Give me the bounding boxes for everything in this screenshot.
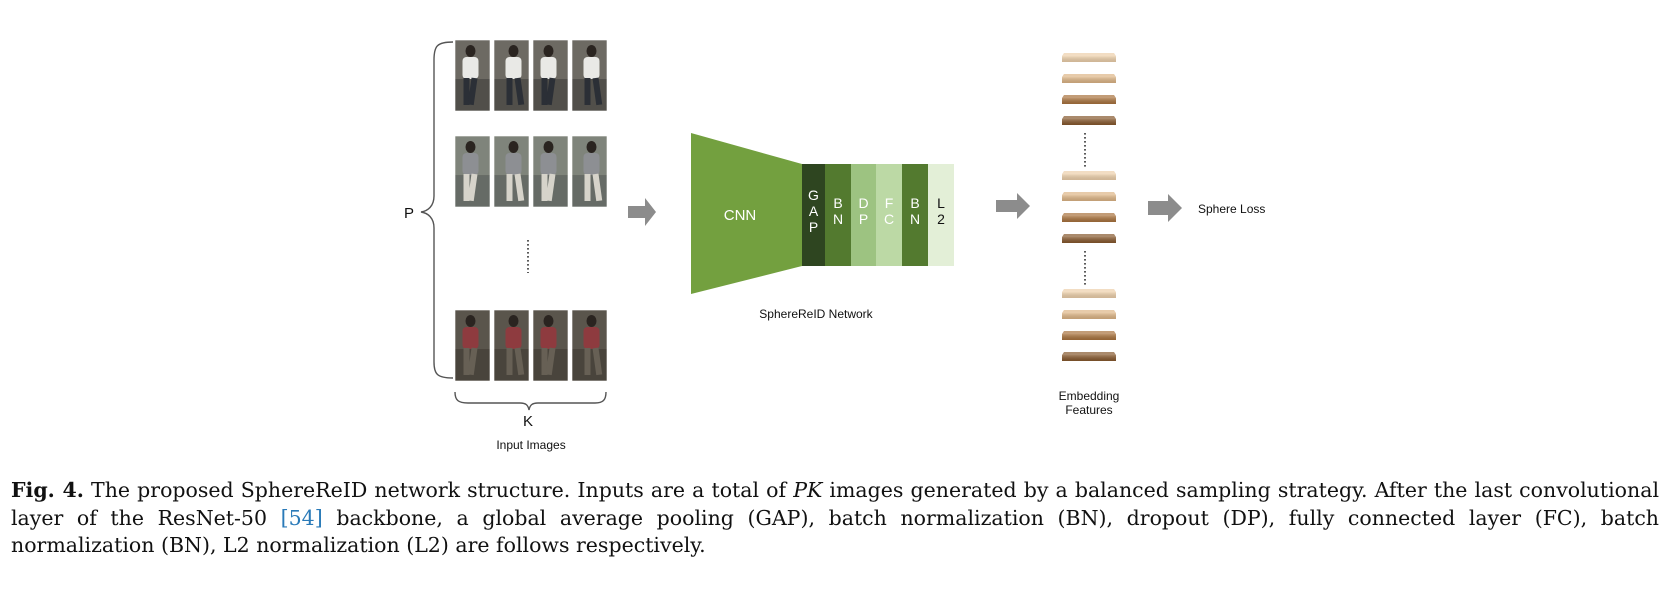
p-brace — [420, 41, 454, 379]
embedding-features — [1062, 53, 1116, 361]
p-label: P — [404, 205, 414, 222]
input-image-thumbnail — [532, 135, 569, 208]
embedding-bar — [1062, 171, 1116, 180]
k-brace — [454, 391, 607, 411]
embedding-bar — [1062, 352, 1116, 361]
layer-fc-letter: C — [884, 211, 894, 227]
input-image-thumbnail — [454, 39, 491, 112]
sphere-loss-label: Sphere Loss — [1198, 202, 1265, 216]
embedding-title-line1: Embedding — [1059, 389, 1120, 403]
layer-gap-letter: G — [808, 187, 819, 203]
embedding-bar — [1062, 192, 1116, 201]
embedding-bar — [1062, 53, 1116, 62]
embedding-title-line2: Features — [1065, 403, 1112, 417]
arrow-to-loss — [1148, 194, 1182, 222]
layer-bn1-letter: N — [833, 211, 843, 227]
layer-fc-letter: F — [885, 195, 894, 211]
input-image-thumbnail — [571, 309, 608, 382]
embedding-bar — [1062, 234, 1116, 243]
embedding-bar — [1062, 116, 1116, 125]
input-image-thumbnail — [532, 39, 569, 112]
figure-caption: Fig. 4. The proposed SphereReID network … — [11, 477, 1659, 560]
arrow-to-network — [628, 198, 656, 226]
caption-text-3: backbone, a global average pooling (GAP)… — [11, 505, 1660, 558]
embedding-bar — [1062, 310, 1116, 319]
caption-text-2: images generated by a balanced sampling … — [11, 478, 1659, 530]
input-image-thumbnail — [454, 135, 491, 208]
layer-bn2-letter: B — [910, 195, 919, 211]
embedding-bar — [1062, 213, 1116, 222]
input-image-thumbnail — [571, 39, 608, 112]
input-image-grid — [454, 39, 608, 382]
embedding-bar — [1062, 95, 1116, 104]
cnn-label: CNN — [724, 207, 757, 224]
input-images-title: Input Images — [496, 438, 565, 452]
layer-bn1: BN — [825, 164, 851, 266]
network-title: SphereReID Network — [759, 307, 873, 321]
input-image-thumbnail — [493, 135, 530, 208]
k-label: K — [523, 413, 533, 430]
layer-bn2-letter: N — [910, 211, 920, 227]
input-image-thumbnail — [532, 309, 569, 382]
layer-bn1-letter: B — [833, 195, 842, 211]
layer-l2-letter: L — [937, 195, 945, 211]
figure-label: Fig. 4. — [11, 478, 84, 502]
cnn-block — [691, 133, 802, 294]
layer-l2-letter: 2 — [937, 211, 945, 227]
input-image-thumbnail — [493, 39, 530, 112]
input-image-thumbnail — [493, 309, 530, 382]
layer-dp: DP — [851, 164, 876, 266]
layer-gap-letter: P — [809, 219, 818, 235]
input-image-thumbnail — [454, 309, 491, 382]
layer-dp-letter: P — [859, 211, 868, 227]
caption-pk: PK — [793, 478, 823, 502]
input-image-thumbnail — [571, 135, 608, 208]
embedding-bar — [1062, 331, 1116, 340]
layer-gap-letter: A — [809, 203, 819, 219]
layer-fc: FC — [876, 164, 902, 266]
layer-dp-letter: D — [858, 195, 868, 211]
layer-l2: L2 — [928, 164, 954, 266]
arrow-to-embedding — [996, 193, 1030, 219]
embedding-bar — [1062, 289, 1116, 298]
caption-text-1: The proposed SphereReID network structur… — [83, 478, 794, 502]
embedding-bar — [1062, 74, 1116, 83]
layer-gap: GAP — [802, 164, 825, 266]
reference-link[interactable]: [54] — [280, 505, 323, 530]
layer-bn2: BN — [902, 164, 928, 266]
